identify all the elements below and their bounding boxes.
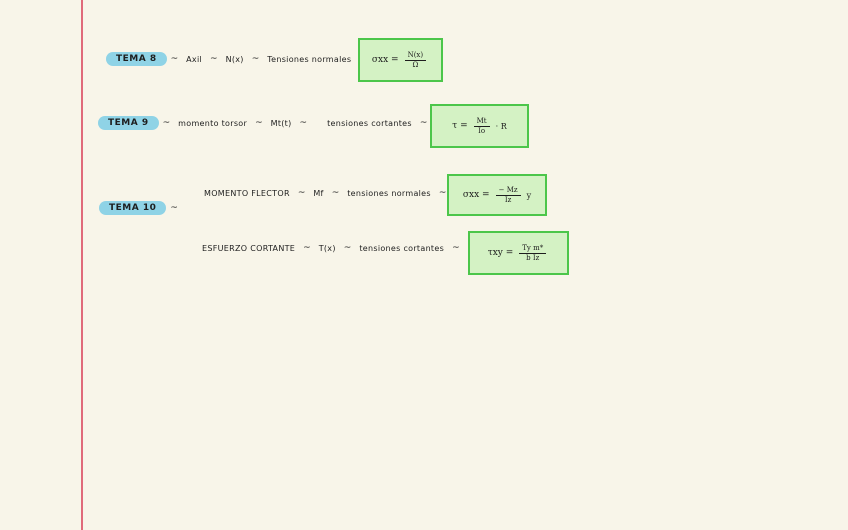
tema-8-tensiones: Tensiones normales bbox=[267, 54, 352, 64]
formula-extra: · R bbox=[495, 121, 507, 131]
tilde: ~ bbox=[255, 118, 263, 128]
tilde: ~ bbox=[343, 243, 352, 253]
formula-fraction: − Mz Iz bbox=[495, 186, 521, 205]
formula-fraction: N(x) Ω bbox=[404, 51, 427, 70]
formula-lhs: τxy = bbox=[487, 248, 514, 258]
tilde: ~ bbox=[452, 243, 460, 253]
tema-10-cortante-formula: τxy = Ty m* b Iz bbox=[468, 231, 569, 275]
tema-8-formula: σxx = N(x) Ω bbox=[358, 38, 443, 82]
formula-lhs: σxx = bbox=[462, 190, 490, 200]
tilde: ~ bbox=[251, 54, 260, 64]
formula-extra: y bbox=[526, 190, 532, 200]
tema-9-formula: τ = Mt Io · R bbox=[430, 104, 529, 148]
tema-10-mf: Mf bbox=[313, 188, 324, 198]
formula-numerator: Mt bbox=[473, 117, 490, 127]
tema-10-cortante-row: ESFUERZO CORTANTE ~ T(x) ~ tensiones cor… bbox=[198, 243, 464, 253]
tema-9-momento: momento torsor bbox=[178, 118, 248, 128]
tema-10-flector-formula: σxx = − Mz Iz y bbox=[447, 174, 547, 216]
tema-9-tag: TEMA 9 bbox=[98, 116, 159, 130]
formula-fraction: Mt Io bbox=[473, 117, 490, 136]
tema-8-tag: TEMA 8 bbox=[106, 52, 167, 66]
formula-denominator: b Iz bbox=[526, 253, 540, 262]
tema-9-row: TEMA 9 ~ momento torsor ~ Mt(t) ~ tensio… bbox=[98, 116, 431, 130]
tema-10-flector-row: MOMENTO FLECTOR ~ Mf ~ tensiones normale… bbox=[200, 188, 450, 198]
tema-8-nx: N(x) bbox=[225, 54, 244, 64]
tilde: ~ bbox=[438, 188, 447, 198]
formula-numerator: Ty m* bbox=[519, 244, 547, 254]
tema-10-tag: TEMA 10 bbox=[99, 201, 167, 215]
formula-numerator: N(x) bbox=[404, 51, 427, 61]
tilde: ~ bbox=[170, 54, 179, 64]
tilde: ~ bbox=[210, 54, 218, 64]
tema-10-tensiones-normales: tensiones normales bbox=[347, 188, 431, 198]
tema-9-mt: Mt(t) bbox=[270, 118, 292, 128]
tema-8-row: TEMA 8 ~ Axil ~ N(x) ~ Tensiones normale… bbox=[106, 52, 371, 66]
formula-denominator: Io bbox=[478, 126, 486, 135]
formula-numerator: − Mz bbox=[495, 186, 521, 196]
tema-10-tx: T(x) bbox=[318, 243, 336, 253]
formula-denominator: Ω bbox=[412, 60, 419, 69]
tilde: ~ bbox=[299, 118, 308, 128]
tema-10-row: TEMA 10 ~ bbox=[99, 201, 182, 215]
tilde: ~ bbox=[419, 118, 428, 128]
formula-fraction: Ty m* b Iz bbox=[519, 244, 547, 263]
tilde: ~ bbox=[331, 188, 340, 198]
tema-10-tensiones-cortantes: tensiones cortantes bbox=[359, 243, 445, 253]
tema-10-flector: MOMENTO FLECTOR bbox=[204, 188, 290, 198]
tilde: ~ bbox=[170, 203, 178, 213]
formula-lhs: τ = bbox=[452, 121, 468, 131]
tilde: ~ bbox=[297, 188, 306, 198]
formula-denominator: Iz bbox=[504, 195, 512, 204]
tema-8-axil: Axil bbox=[186, 54, 203, 64]
margin-line bbox=[81, 0, 83, 530]
tilde: ~ bbox=[162, 118, 171, 128]
tilde: ~ bbox=[303, 243, 311, 253]
tema-9-tensiones: tensiones cortantes bbox=[327, 118, 412, 128]
formula-lhs: σxx = bbox=[371, 55, 399, 65]
tema-10-cortante: ESFUERZO CORTANTE bbox=[202, 243, 296, 253]
